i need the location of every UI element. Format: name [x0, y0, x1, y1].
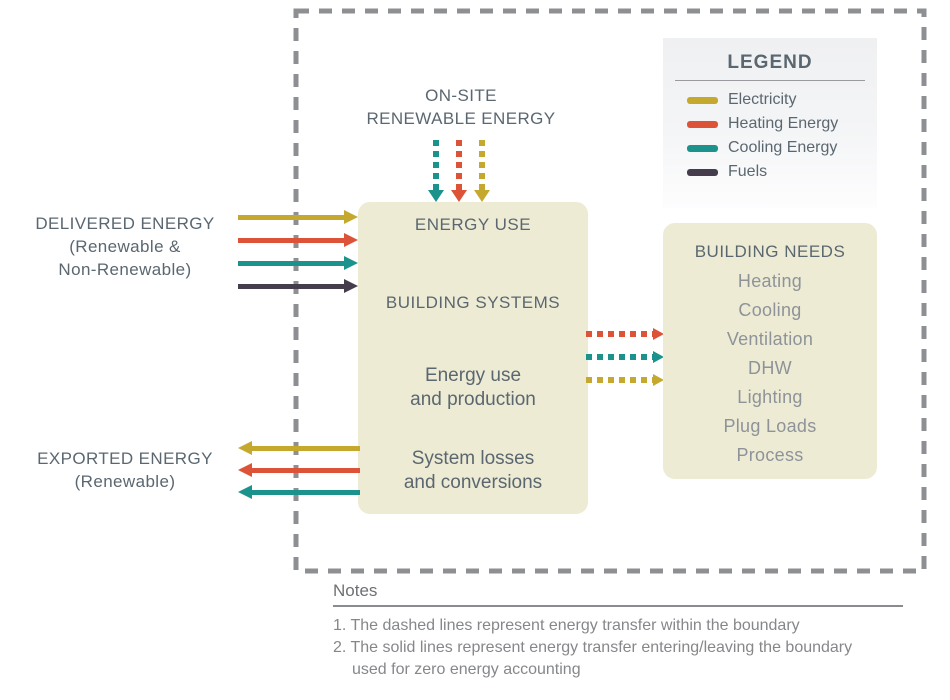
arrow-shaft [456, 140, 462, 190]
legend-item-cooling: Cooling Energy [687, 136, 871, 160]
exported-arrow-electricity [238, 441, 360, 455]
body-line: Energy use [424, 365, 522, 386]
delivered-label-line2: (Renewable & [69, 237, 181, 256]
legend-items: Electricity Heating Energy Cooling Energ… [687, 88, 871, 184]
legend-label: Cooling Energy [728, 139, 838, 156]
arrow-head-down-icon [451, 190, 467, 202]
arrow-head-right-icon [344, 233, 358, 247]
legend-item-fuels: Fuels [687, 160, 871, 184]
building-need-process: Process [736, 445, 804, 465]
arrow-head-right-icon [653, 351, 664, 363]
body-line: and production [410, 389, 536, 410]
arrow-shaft [479, 140, 485, 190]
arrow-shaft [238, 237, 344, 243]
cooling-swatch [687, 144, 718, 152]
building-systems-heading: BUILDING SYSTEMS [385, 293, 561, 312]
building-need-dhw: DHW [748, 358, 792, 378]
legend-title: LEGEND [727, 52, 813, 73]
note-solid-lines: 2. The solid lines represent energy tran… [333, 639, 853, 656]
onsite-arrow-cooling [428, 140, 444, 202]
arrow-shaft [586, 354, 653, 360]
needs-arrow-electricity [586, 374, 664, 386]
legend-label: Electricity [728, 91, 797, 108]
legend-item-electricity: Electricity [687, 88, 871, 112]
delivered-arrow-fuels [238, 279, 358, 293]
boundary-rect [293, 8, 927, 574]
on-site-renewable-energy-label: ON-SITE RENEWABLE ENERGY [330, 84, 592, 130]
arrow-head-right-icon [653, 374, 664, 386]
arrow-head-left-icon [238, 485, 252, 499]
arrow-head-right-icon [344, 210, 358, 224]
exported-arrow-heating [238, 463, 360, 477]
legend-label: Fuels [728, 163, 768, 180]
arrow-shaft [433, 140, 439, 190]
arrow-shaft [586, 331, 653, 337]
building-need-cooling: Cooling [738, 300, 802, 320]
arrow-head-down-icon [474, 190, 490, 202]
energy-boundary-dashed-outline [293, 8, 927, 574]
arrow-shaft [586, 377, 653, 383]
arrow-head-left-icon [238, 441, 252, 455]
system-losses-text: System losses and conversions [358, 447, 588, 495]
fuels-swatch [687, 168, 718, 176]
building-need-heating: Heating [737, 271, 803, 291]
energy-use-production-text: Energy use and production [358, 364, 588, 412]
body-line: and conversions [403, 472, 543, 493]
building-needs-panel: BUILDING NEEDS Heating Cooling Ventilati… [663, 223, 877, 479]
building-needs-list: Heating Cooling Ventilation DHW Lighting… [663, 267, 877, 470]
arrow-shaft [238, 214, 344, 220]
delivered-arrow-heating [238, 233, 358, 247]
arrow-head-right-icon [344, 256, 358, 270]
onsite-arrow-heating [451, 140, 467, 202]
energy-use-heading: ENERGY USE [414, 215, 532, 234]
delivered-energy-label: DELIVERED ENERGY (Renewable & Non-Renewa… [18, 212, 232, 281]
delivered-arrow-electricity [238, 210, 358, 224]
delivered-arrow-cooling [238, 256, 358, 270]
notes-divider [333, 605, 903, 607]
on-site-label-line1: ON-SITE [425, 86, 497, 105]
arrow-head-left-icon [238, 463, 252, 477]
building-need-lighting: Lighting [737, 387, 803, 407]
arrow-shaft [238, 260, 344, 266]
electricity-swatch [687, 96, 718, 104]
delivered-label-line1: DELIVERED ENERGY [35, 214, 215, 233]
arrow-head-right-icon [344, 279, 358, 293]
needs-arrow-heating [586, 328, 664, 340]
note-dashed-lines: 1. The dashed lines represent energy tra… [333, 617, 800, 634]
on-site-label-line2: RENEWABLE ENERGY [366, 109, 556, 128]
body-line: System losses [411, 448, 535, 469]
arrow-head-down-icon [428, 190, 444, 202]
legend-label: Heating Energy [728, 115, 839, 132]
legend-item-heating: Heating Energy [687, 112, 871, 136]
arrow-shaft [252, 489, 360, 495]
legend: LEGEND Electricity Heating Energy Coolin… [663, 38, 877, 208]
building-systems-panel: ENERGY USE BUILDING SYSTEMS Energy use a… [358, 202, 588, 514]
needs-arrow-cooling [586, 351, 664, 363]
building-needs-heading: BUILDING NEEDS [694, 242, 846, 261]
notes-heading: Notes [333, 581, 378, 600]
delivered-label-line3: Non-Renewable) [58, 260, 192, 279]
arrow-shaft [238, 283, 344, 289]
exported-label-line1: EXPORTED ENERGY [37, 449, 213, 468]
legend-divider [675, 80, 865, 81]
note-solid-lines-continued: used for zero energy accounting [352, 661, 581, 678]
arrow-head-right-icon [653, 328, 664, 340]
exported-label-line2: (Renewable) [74, 472, 176, 491]
building-need-plug-loads: Plug Loads [723, 416, 817, 436]
exported-energy-label: EXPORTED ENERGY (Renewable) [18, 447, 232, 493]
heating-swatch [687, 120, 718, 128]
building-need-ventilation: Ventilation [726, 329, 814, 349]
exported-arrow-cooling [238, 485, 360, 499]
arrow-shaft [252, 467, 360, 473]
onsite-arrow-electricity [474, 140, 490, 202]
arrow-shaft [252, 445, 360, 451]
